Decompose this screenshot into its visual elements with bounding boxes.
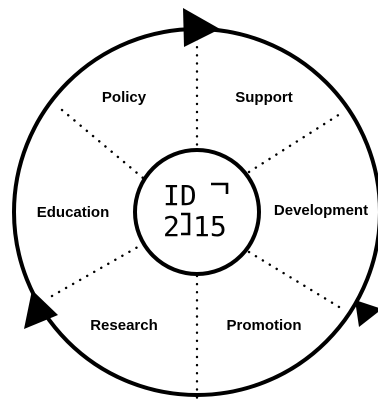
label-support: Support (235, 89, 293, 106)
logo-digits-15: 15 (193, 210, 227, 243)
arrow-top-icon (183, 8, 220, 47)
spoke-lower-left (50, 242, 145, 298)
center-circle (133, 148, 261, 276)
logo-id-text: ID (163, 179, 197, 212)
label-education: Education (37, 204, 110, 221)
logo-corner-mark (211, 182, 229, 194)
spokes (50, 29, 346, 402)
arrow-bottom-left-icon (24, 290, 58, 329)
spoke-upper-right (247, 112, 342, 174)
label-policy: Policy (102, 89, 147, 106)
logo-digit-2: 2 (163, 210, 180, 243)
spoke-lower-right (247, 250, 346, 312)
label-research: Research (90, 317, 158, 334)
label-development: Development (274, 202, 368, 219)
arrow-bottom-right-icon (355, 300, 378, 327)
label-promotion: Promotion (227, 317, 302, 334)
logo-zero-mark (181, 212, 191, 236)
id-2015-logo: ID 2 15 (163, 179, 229, 243)
spoke-upper-left (60, 108, 145, 180)
